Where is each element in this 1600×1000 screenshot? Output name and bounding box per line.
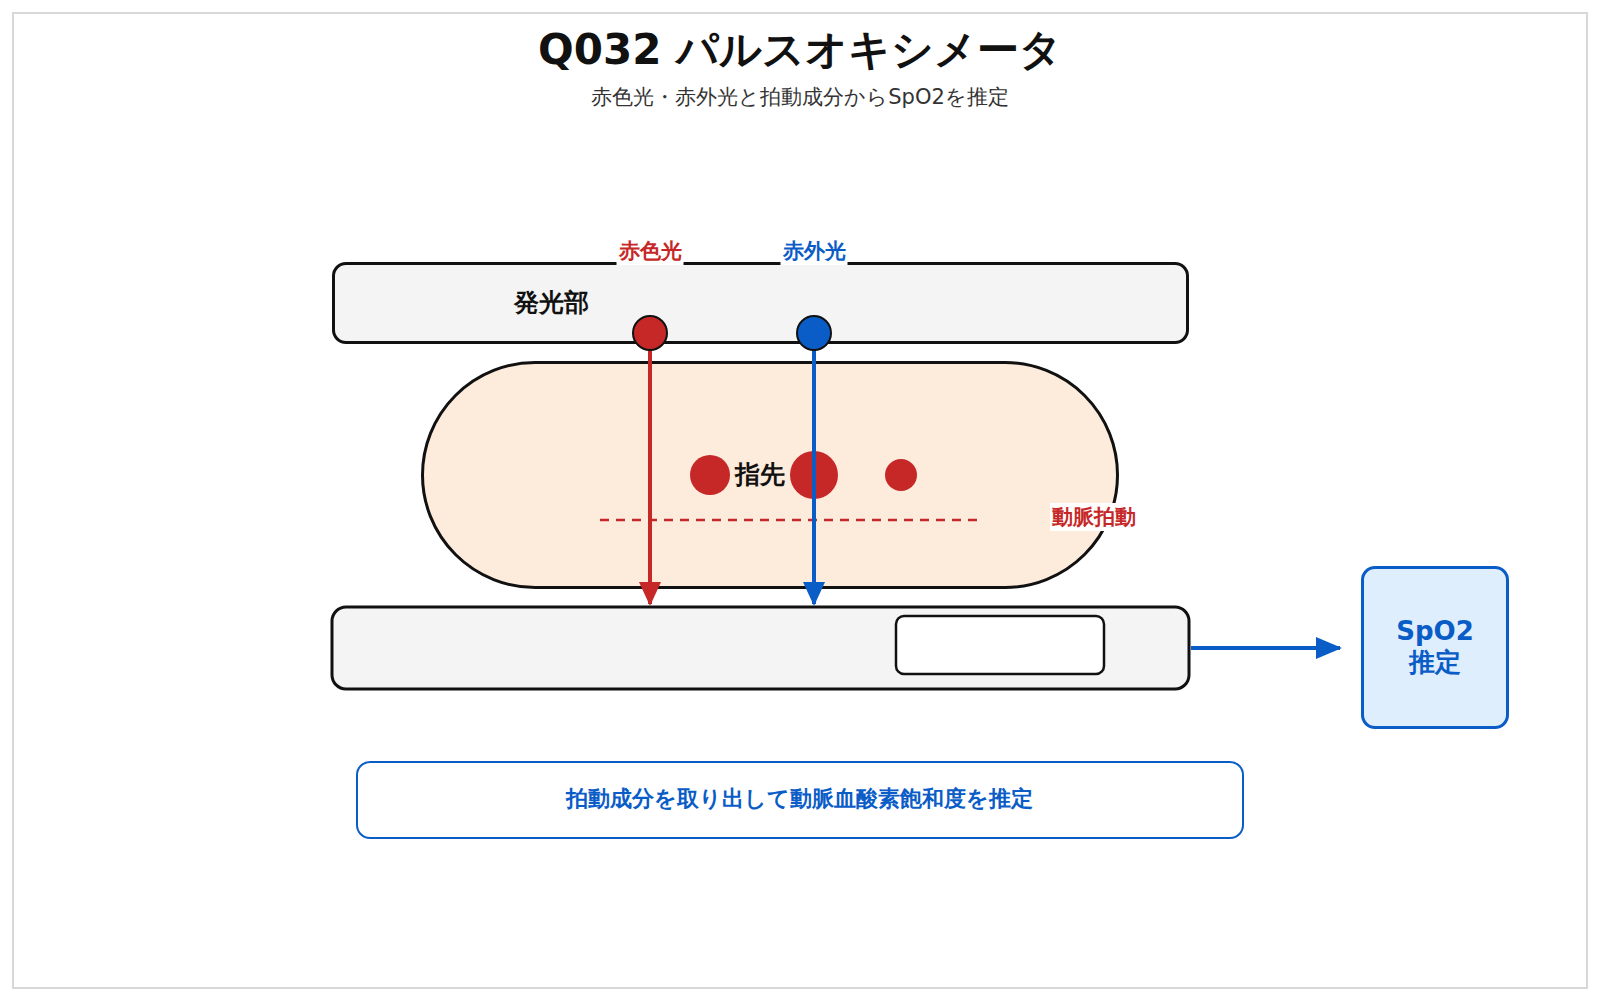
red-light-label: 赤色光 xyxy=(617,237,684,265)
ir-light-label: 赤外光 xyxy=(781,237,848,265)
node-text: 拍動成分を取り出して動脈血酸素飽和度を推定 xyxy=(566,786,1033,812)
node-text: SpO2 推定 xyxy=(1380,616,1490,678)
frame xyxy=(13,13,1587,988)
sensor-window xyxy=(896,616,1104,674)
receiver-box xyxy=(332,607,1189,689)
emitter-box: 発光部 xyxy=(332,262,1189,344)
node-text: 発光部 xyxy=(514,288,589,318)
output-arrow xyxy=(1191,646,1340,650)
node-text: 指先 xyxy=(732,460,788,490)
summary-box: 拍動成分を取り出して動脈血酸素飽和度を推定 xyxy=(356,761,1244,839)
pulse-label: 動脈拍動 xyxy=(1050,503,1138,531)
subtitle: 赤色光・赤外光と拍動成分からSpO2を推定 xyxy=(591,83,1009,111)
title: Q032 パルスオキシメータ xyxy=(538,22,1062,78)
finger: 指先 xyxy=(421,361,1119,589)
result-box: SpO2 推定 xyxy=(1361,566,1509,729)
